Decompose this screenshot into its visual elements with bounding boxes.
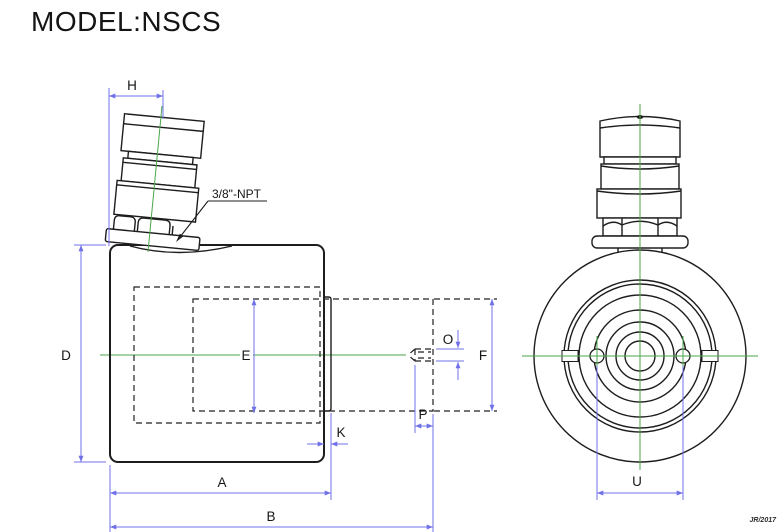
hex-corner [112,215,136,232]
coupler-base-flange [104,228,201,252]
dim-P: P [414,365,434,532]
port-callout: 3/8"-NPT [176,187,267,242]
signature: JR/2017 [750,517,778,524]
port-leader-arrow [176,233,184,242]
hidden-thread-hole [407,348,431,362]
port-boss-arc [129,245,233,254]
label-mask [240,346,253,361]
hidden-plunger [192,298,434,412]
dim-K: K [307,413,348,500]
dim-label-H: H [127,78,137,93]
dim-label-P: P [418,407,427,422]
dim-label-K: K [336,425,345,440]
coupler-fitting-side [104,112,205,252]
cylinder-end-collar [324,296,332,412]
dim-A: A [109,465,331,532]
hidden-cavity [133,286,321,424]
dim-U: U [596,366,684,500]
port-leader-line [179,200,267,238]
dim-label-E: E [241,348,250,363]
dim-label-B: B [266,509,275,524]
hex-corner [136,217,171,235]
dim-label-D: D [61,348,71,363]
dim-D: D [61,244,106,463]
page-title: MODEL:NSCS [31,6,222,37]
dim-H: H [108,78,164,246]
dim-O: O [436,330,464,380]
dim-label-U: U [632,474,642,489]
dim-label-F: F [479,348,487,363]
dim-B: B [110,509,433,530]
side-view: 3/8"-NPT [100,105,434,463]
dimension-annotations: H D E O [61,78,684,532]
end-view [522,104,758,470]
hex-corner [171,225,174,235]
fitting-centerline [147,105,163,253]
dim-F: F [434,298,497,412]
port-label: 3/8"-NPT [212,187,262,201]
dim-label-O: O [443,332,454,347]
dim-E: E [240,299,257,413]
cylinder-body [109,244,325,463]
end-view-centerlines [522,104,758,470]
dim-label-A: A [217,475,226,490]
